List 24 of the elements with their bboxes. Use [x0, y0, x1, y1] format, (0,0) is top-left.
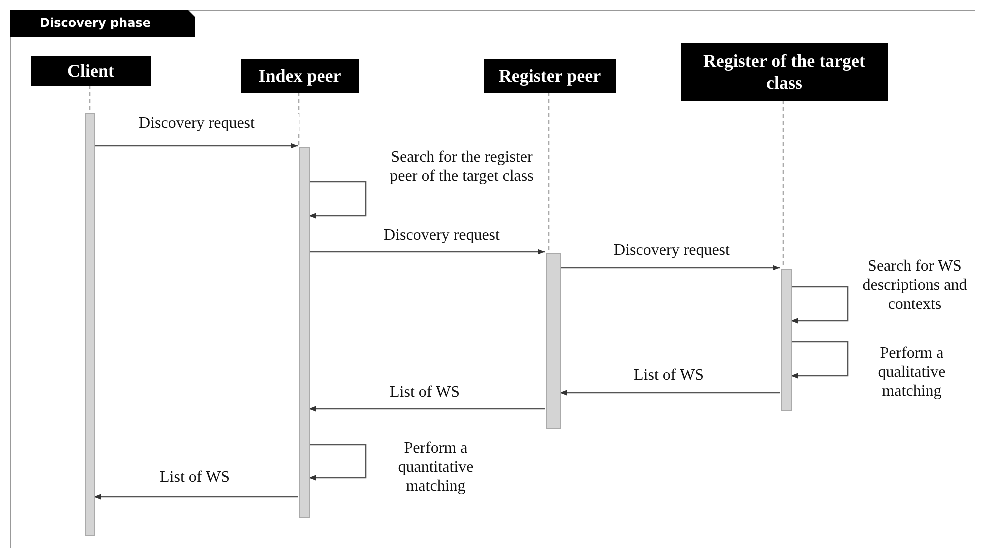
lifeline: [89, 85, 91, 112]
self-message-arrow: [791, 341, 849, 379]
lifeline: [782, 100, 784, 268]
edge-label: Search for the register peer of the target class: [388, 148, 536, 186]
activation-bar: [781, 269, 792, 411]
self-message-arrow: [791, 286, 849, 324]
activation-bar: [85, 113, 95, 536]
message-arrow: [94, 143, 298, 149]
participant-box: Client: [31, 56, 151, 86]
message-arrow: [560, 265, 780, 271]
lifeline: [298, 92, 300, 146]
message-arrow: [309, 406, 545, 412]
self-message-arrow: [309, 444, 367, 481]
message-arrow: [560, 390, 780, 396]
message-arrow: [309, 249, 545, 255]
participant-box: Register peer: [484, 59, 616, 93]
activation-bar: [546, 253, 561, 429]
participant-box: Index peer: [241, 59, 359, 93]
participant-box: Register of the target class: [681, 43, 888, 101]
frame-title: Discovery phase: [10, 10, 195, 37]
activation-bar: [299, 147, 310, 518]
message-arrow: [94, 494, 298, 500]
self-message-arrow: [309, 181, 367, 219]
lifeline: [548, 92, 550, 252]
